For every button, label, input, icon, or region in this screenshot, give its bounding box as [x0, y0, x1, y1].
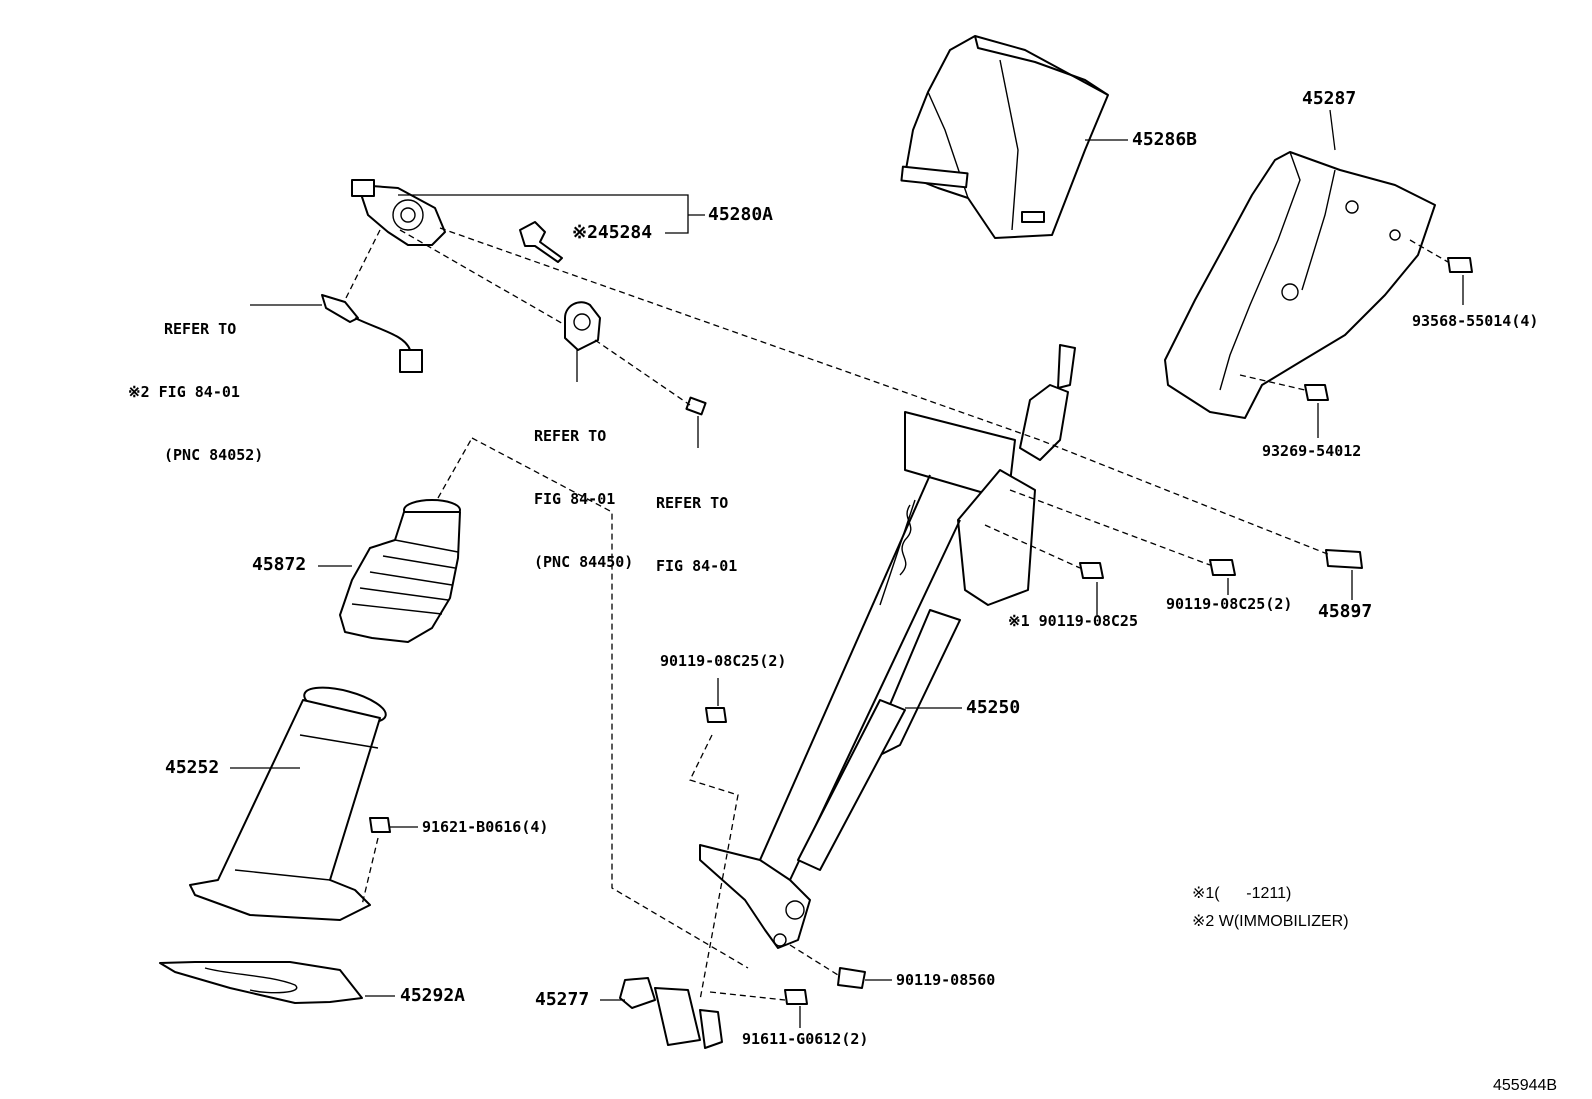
refer-line-1: REFER TO	[656, 494, 729, 512]
dashed-relation-lines	[344, 227, 1449, 1001]
bolt-91621[interactable]	[369, 817, 391, 833]
label-90119-08c25-note1[interactable]: ※1 90119-08C25	[1008, 612, 1138, 630]
label-45280a[interactable]: 45280A	[708, 204, 774, 225]
note-1: ※1( -1211)	[1192, 885, 1292, 902]
bolt-90119-08560[interactable]	[837, 967, 866, 989]
label-91621-b0616[interactable]: 91621-B0616(4)	[422, 818, 549, 836]
refer-line-2: FIG 84-01	[656, 557, 738, 575]
label-45284[interactable]: ※245284	[572, 222, 653, 243]
label-45292a[interactable]: 45292A	[400, 985, 466, 1006]
refer-line-1: REFER TO	[534, 427, 607, 445]
wire-harness-84052[interactable]	[321, 294, 423, 373]
label-93269-54012[interactable]: 93269-54012	[1262, 442, 1362, 460]
refer-fig-84-01[interactable]: REFER TO FIG 84-01	[656, 451, 737, 598]
label-45250[interactable]: 45250	[966, 697, 1021, 718]
bolt-90119-note1[interactable]	[1079, 562, 1104, 615]
plate-45292a[interactable]	[159, 961, 363, 1004]
label-45872[interactable]: 45872	[252, 554, 307, 575]
transponder-coil-84450[interactable]	[564, 301, 601, 351]
refer-line-1: REFER TO	[164, 320, 237, 338]
bolt-90119-left[interactable]	[705, 678, 727, 723]
label-90119-08c25-left[interactable]: 90119-08C25(2)	[660, 652, 787, 670]
bolt-45897[interactable]	[1325, 549, 1363, 600]
label-93568-55014[interactable]: 93568-55014(4)	[1412, 312, 1539, 330]
leader-lines	[230, 109, 1336, 1001]
note-2: ※2 W(IMMOBILIZER)	[1192, 913, 1349, 930]
refer-line-2: FIG 84-01	[534, 490, 616, 508]
column-hole-cover-45252[interactable]	[189, 681, 389, 921]
label-45287[interactable]: 45287	[1302, 88, 1357, 109]
bolt-90119-mid[interactable]	[1209, 559, 1236, 595]
label-90119-08c25-mid[interactable]: 90119-08C25(2)	[1166, 595, 1293, 613]
figure-id: 455944B	[1493, 1077, 1558, 1094]
upper-column-cover-45286b[interactable]	[900, 35, 1109, 239]
lower-column-cover-45287[interactable]	[1164, 151, 1436, 419]
key-45284[interactable]	[519, 221, 563, 263]
refer-line-3: (PNC 84450)	[534, 553, 634, 571]
refer-line-3: (PNC 84052)	[164, 446, 264, 464]
label-45277[interactable]: 45277	[535, 989, 590, 1010]
bolt-93568[interactable]	[1447, 257, 1473, 305]
refer-line-2: ※2 FIG 84-01	[128, 383, 240, 401]
bolt-93269[interactable]	[1304, 384, 1329, 438]
ignition-lock-cylinder-45280a[interactable]	[351, 179, 446, 246]
bolt-91611[interactable]	[784, 989, 808, 1028]
label-45286b[interactable]: 45286B	[1132, 129, 1198, 150]
bracket-45277[interactable]	[619, 977, 723, 1049]
steering-column-45250[interactable]	[699, 344, 1076, 949]
boot-45872[interactable]	[339, 499, 461, 643]
refer-fig-84450[interactable]: REFER TO FIG 84-01 (PNC 84450)	[534, 384, 633, 594]
label-45252[interactable]: 45252	[165, 757, 220, 778]
label-90119-08560[interactable]: 90119-08560	[896, 971, 996, 989]
label-91611-g0612[interactable]: 91611-G0612(2)	[742, 1030, 869, 1048]
label-45897[interactable]: 45897	[1318, 601, 1373, 622]
refer-fig-84052[interactable]: REFER TO ※2 FIG 84-01 (PNC 84052)	[128, 277, 263, 487]
